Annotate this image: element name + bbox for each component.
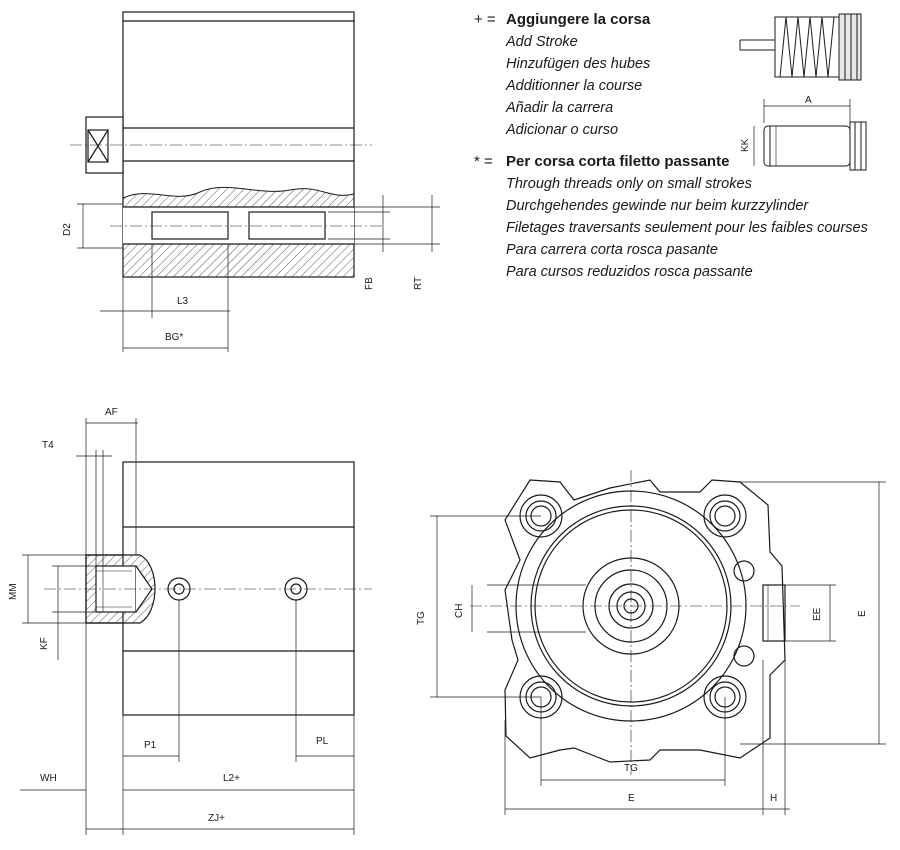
dim-label-p1: P1 xyxy=(144,740,157,751)
note-stroke-translations: Add Stroke Hinzufügen des hubes Addition… xyxy=(474,31,894,141)
top-dimensions xyxy=(77,195,433,352)
note-stroke-title: Aggiungere la corsa xyxy=(506,11,651,28)
side-dimensions xyxy=(20,418,355,835)
front-view xyxy=(470,470,800,775)
notes-panel: + = Aggiungere la corsa Add Stroke Hinzuf… xyxy=(474,9,894,283)
translation-text: Añadir la carrera xyxy=(506,100,614,116)
dim-label-zj: ZJ+ xyxy=(208,813,225,824)
note-short-stroke-heading: * = Per corsa corta filetto passante xyxy=(474,151,894,173)
dim-label-e-horizontal: E xyxy=(628,793,635,804)
translation-text: Durchgehendes gewinde nur beim kurzzylin… xyxy=(506,198,809,214)
dim-label-tg-vertical: TG xyxy=(416,611,427,625)
dim-label-rt: RT xyxy=(413,277,424,290)
translation-text: Filetages traversants seulement pour les… xyxy=(506,220,868,236)
translation-text: Adicionar o curso xyxy=(506,122,619,138)
dim-label-l2: L2+ xyxy=(223,773,240,784)
note-stroke-heading: + = Aggiungere la corsa xyxy=(474,9,894,31)
dim-label-af: AF xyxy=(105,407,118,418)
translation-text: Hinzufügen des hubes xyxy=(506,56,651,72)
note-short-stroke-translations: Through threads only on small strokes Du… xyxy=(474,173,894,283)
note-short-stroke-title: Per corsa corta filetto passante xyxy=(506,153,730,170)
side-view xyxy=(44,461,372,716)
dim-label-fb: FB xyxy=(364,277,375,290)
note-stroke: + = Aggiungere la corsa Add Stroke Hinzuf… xyxy=(474,9,894,141)
rod-end-icon xyxy=(753,99,867,171)
dim-label-ee: EE xyxy=(812,607,823,621)
dim-label-pl: PL xyxy=(316,736,329,747)
spring-icon xyxy=(739,13,862,81)
translation-text: Para cursos reduzidos rosca passante xyxy=(506,264,753,280)
dim-label-kf: KF xyxy=(39,637,50,650)
top-section-view xyxy=(70,11,440,278)
note-short-stroke: * = Per corsa corta filetto passante Thro… xyxy=(474,151,894,283)
dim-label-l3: L3 xyxy=(177,296,189,307)
front-dimensions xyxy=(430,481,886,815)
translation-text: Additionner la course xyxy=(506,78,643,94)
dim-label-a: A xyxy=(805,95,812,106)
dim-label-d2: D2 xyxy=(62,223,73,236)
translation-text: Para carrera corta rosca pasante xyxy=(506,242,718,258)
dim-label-kk: KK xyxy=(740,138,751,152)
dim-label-mm: MM xyxy=(8,583,19,600)
translation-text: Add Stroke xyxy=(506,34,578,50)
dim-label-wh: WH xyxy=(40,773,57,784)
translation-text: Through threads only on small strokes xyxy=(506,176,752,192)
dim-label-bg: BG* xyxy=(165,332,183,343)
note-short-stroke-symbol: * = xyxy=(474,153,493,170)
dim-label-e-vertical: E xyxy=(857,610,868,617)
dim-label-h: H xyxy=(770,793,777,804)
dim-label-t4: T4 xyxy=(42,440,54,451)
note-stroke-symbol: + = xyxy=(474,11,496,28)
dim-label-ch: CH xyxy=(454,604,465,618)
dim-label-tg-horizontal: TG xyxy=(624,763,638,774)
